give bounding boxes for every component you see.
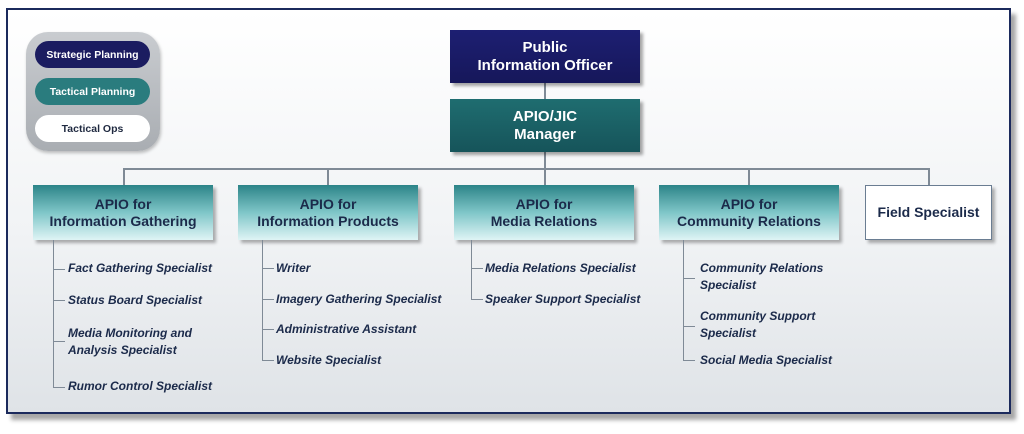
connector-pio-manager bbox=[544, 83, 546, 99]
field-specialist-box: Field Specialist bbox=[865, 185, 992, 240]
tree-vertical-3 bbox=[471, 240, 472, 300]
tree-tick-3-1 bbox=[471, 268, 483, 269]
role-imagery-gathering-specialist: Imagery Gathering Specialist bbox=[276, 292, 442, 306]
role-status-board-specialist: Status Board Specialist bbox=[68, 293, 203, 307]
field-specialist-label: Field Specialist bbox=[877, 204, 980, 221]
connector-drop-field bbox=[928, 168, 930, 185]
role-rumor-control-specialist: Rumor Control Specialist bbox=[68, 379, 213, 393]
connector-drop-apio-2 bbox=[327, 168, 329, 185]
apio-2-line1: APIO for bbox=[299, 195, 357, 212]
apio-information-products-box: APIO for Information Products bbox=[238, 185, 418, 240]
role-administrative-assistant: Administrative Assistant bbox=[276, 322, 417, 336]
role-speaker-support-specialist: Speaker Support Specialist bbox=[485, 292, 641, 306]
role-writer: Writer bbox=[276, 261, 311, 275]
apio-4-line1: APIO for bbox=[720, 195, 778, 212]
legend: Strategic Planning Tactical Planning Tac… bbox=[26, 32, 160, 151]
tree-vertical-2 bbox=[262, 240, 263, 361]
tree-tick-1-1 bbox=[53, 269, 65, 270]
apio-community-relations-box: APIO for Community Relations bbox=[659, 185, 839, 240]
legend-tactical-planning: Tactical Planning bbox=[35, 78, 150, 105]
role-media-relations-specialist: Media Relations Specialist bbox=[485, 261, 636, 275]
tree-tick-2-2 bbox=[262, 299, 274, 300]
role-website-specialist: Website Specialist bbox=[276, 353, 382, 367]
tree-vertical-1 bbox=[53, 240, 54, 388]
tree-tick-4-1 bbox=[683, 278, 695, 279]
role-fact-gathering-specialist: Fact Gathering Specialist bbox=[68, 261, 213, 275]
apio-jic-manager-box: APIO/JIC Manager bbox=[450, 99, 640, 152]
tree-tick-1-3 bbox=[53, 341, 65, 342]
role-social-media-specialist: Social Media Specialist bbox=[700, 353, 833, 367]
manager-title-line1: APIO/JIC bbox=[512, 107, 578, 125]
legend-tactical-ops: Tactical Ops bbox=[35, 115, 150, 142]
connector-drop-apio-3 bbox=[544, 168, 546, 185]
role-media-monitoring-analysis-specialist: Media Monitoring and Analysis Specialist bbox=[68, 326, 192, 358]
apio-media-relations-box: APIO for Media Relations bbox=[454, 185, 634, 240]
tree-tick-2-3 bbox=[262, 329, 274, 330]
apio-2-line2: Information Products bbox=[257, 212, 399, 229]
connector-drop-apio-4 bbox=[748, 168, 750, 185]
pio-title-line1: Public bbox=[522, 38, 568, 56]
tree-tick-4-3 bbox=[683, 360, 695, 361]
tree-tick-3-2 bbox=[471, 299, 483, 300]
tree-tick-4-2 bbox=[683, 326, 695, 327]
pio-title-line2: Information Officer bbox=[477, 56, 613, 74]
public-information-officer-box: Public Information Officer bbox=[450, 30, 640, 83]
apio-information-gathering-box: APIO for Information Gathering bbox=[33, 185, 213, 240]
tree-tick-1-4 bbox=[53, 387, 65, 388]
connector-manager-down bbox=[544, 152, 546, 169]
apio-4-line2: Community Relations bbox=[677, 212, 821, 229]
tree-vertical-4 bbox=[683, 240, 684, 361]
tree-tick-1-2 bbox=[53, 300, 65, 301]
apio-1-line2: Information Gathering bbox=[49, 212, 197, 229]
role-community-support-specialist: Community Support Specialist bbox=[700, 309, 816, 341]
org-chart-frame: Strategic Planning Tactical Planning Tac… bbox=[6, 8, 1011, 414]
role-community-relations-specialist: Community Relations Specialist bbox=[700, 261, 824, 293]
apio-3-line1: APIO for bbox=[515, 195, 573, 212]
connector-horizontal bbox=[123, 168, 930, 170]
tree-tick-2-4 bbox=[262, 360, 274, 361]
tree-tick-2-1 bbox=[262, 268, 274, 269]
manager-title-line2: Manager bbox=[514, 125, 576, 143]
apio-3-line2: Media Relations bbox=[490, 212, 598, 229]
legend-strategic-planning: Strategic Planning bbox=[35, 41, 150, 68]
connector-drop-apio-1 bbox=[123, 168, 125, 185]
apio-1-line1: APIO for bbox=[94, 195, 152, 212]
